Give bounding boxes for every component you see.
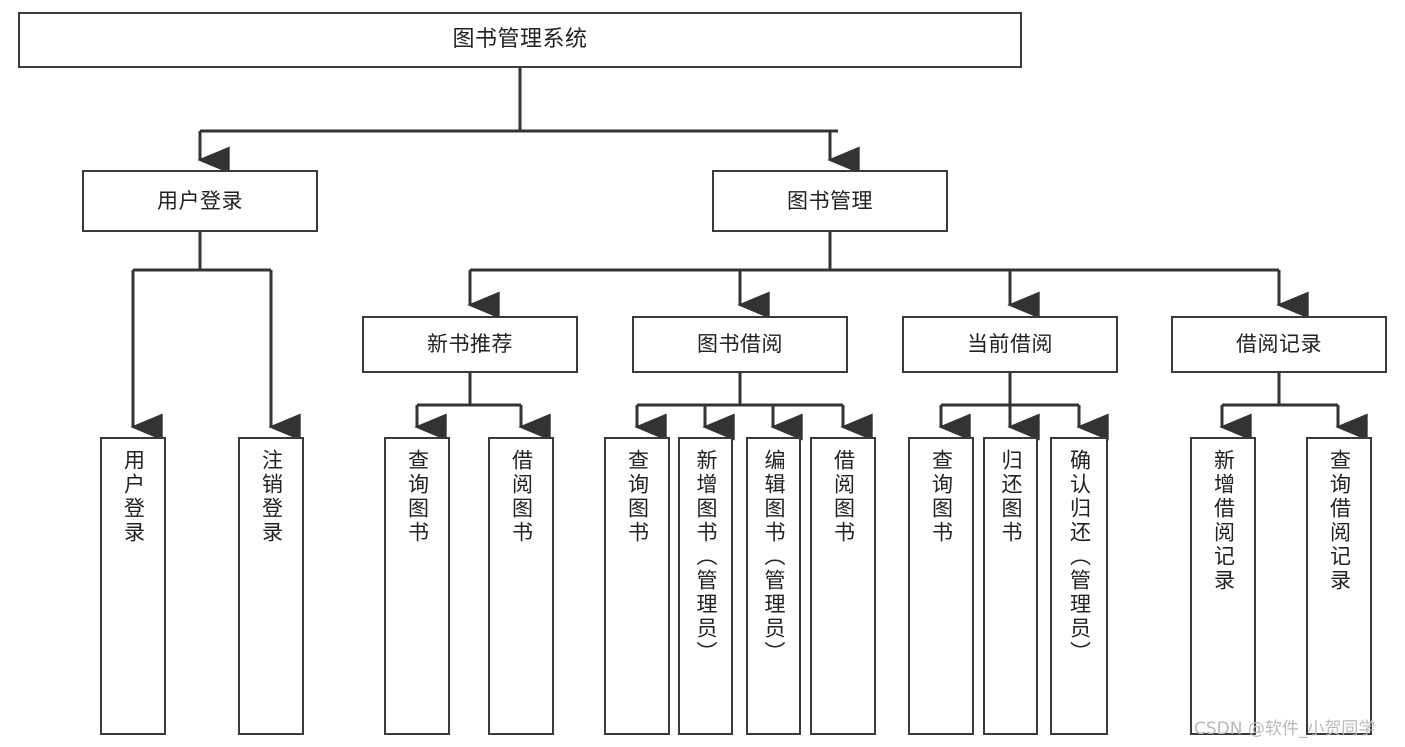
node-leaf-user-login[interactable]: 用户登录 [100,437,166,735]
node-label: 用户登录 [157,188,243,213]
node-label: 图书管理系统 [452,27,588,53]
watermark-text: CSDN @软件_小贺同学 [1194,719,1376,739]
node-label: 当前借阅 [967,332,1053,357]
node-leaf-return-book[interactable]: 归还图书 [983,437,1038,735]
node-label: 借阅图书 [509,449,534,545]
node-label: 查询借阅记录 [1327,449,1352,593]
node-leaf-add-borrow-record[interactable]: 新增借阅记录 [1190,437,1256,735]
node-label: 图书借阅 [697,332,783,357]
node-label: 新增借阅记录 [1211,449,1236,593]
node-root-system[interactable]: 图书管理系统 [18,12,1022,68]
node-label: 确认归还（管理员） [1067,449,1092,665]
node-label: 新增图书（管理员） [694,449,718,665]
node-leaf-query-book-borrow[interactable]: 查询图书 [604,437,670,735]
node-label: 查询图书 [625,449,650,545]
node-new-book-recommend[interactable]: 新书推荐 [362,316,578,373]
node-leaf-edit-book[interactable]: 编辑图书（管理员） [746,437,801,735]
node-leaf-logout[interactable]: 注销登录 [238,437,304,735]
node-leaf-query-borrow-record[interactable]: 查询借阅记录 [1306,437,1372,735]
node-label: 借阅记录 [1236,332,1322,357]
node-label: 借阅图书 [831,449,856,545]
node-borrow-record[interactable]: 借阅记录 [1171,316,1387,373]
node-book-borrow[interactable]: 图书借阅 [632,316,848,373]
node-leaf-add-book[interactable]: 新增图书（管理员） [678,437,733,735]
node-leaf-confirm-return[interactable]: 确认归还（管理员） [1050,437,1108,735]
node-label: 注销登录 [259,449,284,545]
node-label: 新书推荐 [427,332,513,357]
node-label: 用户登录 [121,449,146,545]
node-leaf-borrow-book-recommend[interactable]: 借阅图书 [488,437,554,735]
node-label: 查询图书 [405,449,430,545]
node-label: 编辑图书（管理员） [762,449,786,665]
node-label: 归还图书 [999,449,1023,545]
node-label: 查询图书 [929,449,954,545]
node-leaf-query-book-current[interactable]: 查询图书 [908,437,974,735]
node-label: 图书管理 [787,188,873,213]
node-current-borrow[interactable]: 当前借阅 [902,316,1118,373]
node-book-manage[interactable]: 图书管理 [712,170,948,232]
node-leaf-borrow-book[interactable]: 借阅图书 [810,437,876,735]
node-user-login[interactable]: 用户登录 [82,170,318,232]
node-leaf-query-book-recommend[interactable]: 查询图书 [384,437,450,735]
